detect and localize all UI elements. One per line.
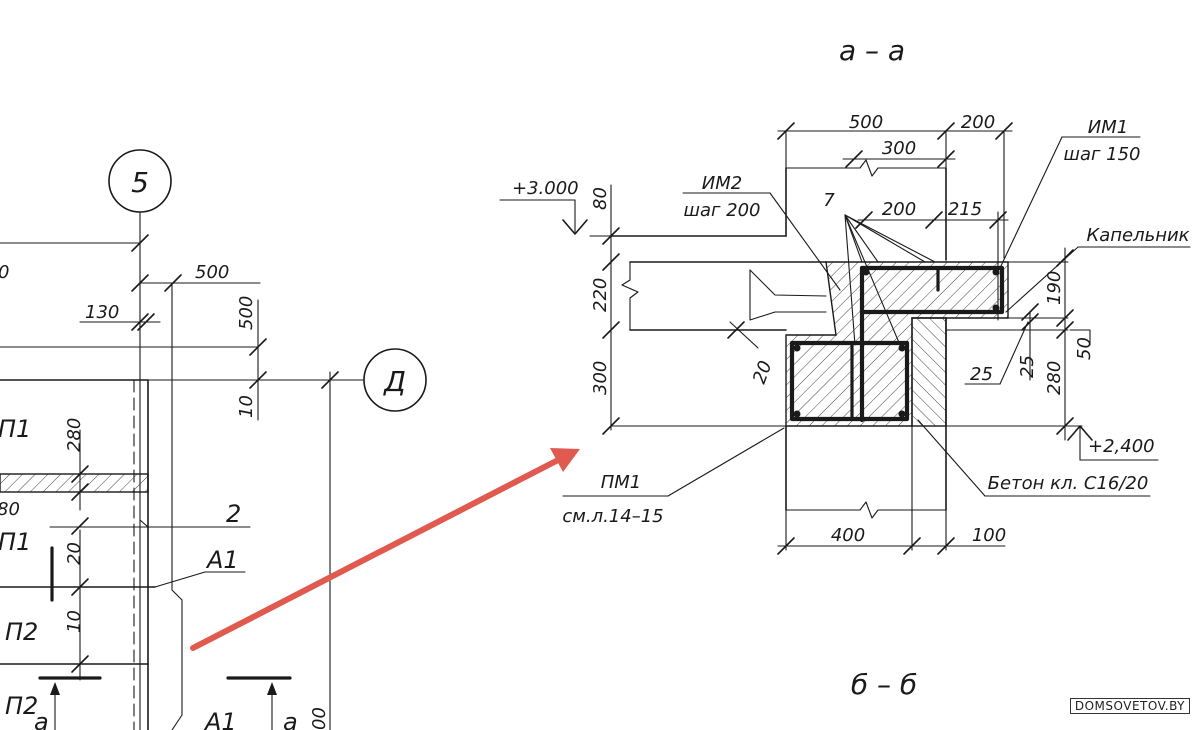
plan-dim-280: 280 <box>64 418 85 452</box>
aa-dim-280: 280 <box>1044 361 1065 395</box>
section-aa-title: а – а <box>839 34 905 67</box>
axis-5-label: 5 <box>131 166 149 199</box>
aa-dim-80: 80 <box>590 187 611 210</box>
plan-p1-b: П1 <box>0 528 31 556</box>
aa-dim-200-mid: 200 <box>882 199 916 220</box>
aa-beton: Бетон кл. С16/20 <box>988 473 1149 494</box>
aa-dim-25-b: 25 <box>1017 355 1038 378</box>
aa-kapelnik: Капельник <box>1086 225 1189 246</box>
aa-dim-50: 50 <box>1074 337 1095 360</box>
aa-dim-500: 500 <box>849 112 883 133</box>
plan-a1-b: А1 <box>203 708 237 730</box>
aa-pm1-ref: см.л.14–15 <box>562 506 663 527</box>
plan-a-a: а <box>34 708 49 730</box>
aa-im1-step: шаг 150 <box>1063 144 1140 165</box>
plan-p2-a: П2 <box>5 618 38 646</box>
aa-pm1: ПМ1 <box>601 472 642 493</box>
plan-dim-80: 80 <box>0 499 20 520</box>
aa-im2: ИМ2 <box>702 173 742 194</box>
aa-dim-400: 400 <box>831 525 865 546</box>
plan-dim-00: 00 <box>309 707 330 730</box>
aa-dim-300: 300 <box>882 138 916 159</box>
plan-p2-b: П2 <box>5 692 38 720</box>
plan-dim-0: 0 <box>0 262 9 283</box>
aa-dim-25-a: 25 <box>970 364 993 385</box>
plan-a-b: а <box>283 708 298 730</box>
watermark: DOMSOVETOV.BY <box>1069 698 1190 714</box>
plan-dim-20: 20 <box>64 542 85 565</box>
aa-im2-step: шаг 200 <box>683 200 760 221</box>
aa-dim-220: 220 <box>590 278 611 312</box>
aa-dim-200-top: 200 <box>961 112 995 133</box>
pointer-arrow <box>190 448 580 651</box>
aa-dim-100: 100 <box>972 525 1006 546</box>
aa-dim-20: 20 <box>749 358 777 387</box>
axis-d-label: Д <box>382 365 406 398</box>
plan-dim-130: 130 <box>85 302 119 323</box>
aa-elev-top: +3.000 <box>512 178 579 199</box>
aa-im1: ИМ1 <box>1088 117 1128 138</box>
aa-elev-bottom: +2,400 <box>1088 436 1155 457</box>
plan-p1-a: П1 <box>0 415 31 443</box>
plan-dim-10-b: 10 <box>64 610 85 633</box>
plan-mark-2: 2 <box>226 500 241 528</box>
aa-dim-300-left: 300 <box>590 361 611 395</box>
plan-a1-a: А1 <box>205 546 239 574</box>
aa-dim-215: 215 <box>948 199 982 220</box>
plan-dim-10-a: 10 <box>236 395 257 418</box>
plan-dim-500-b: 500 <box>236 296 257 330</box>
section-bb-title: б – б <box>851 668 917 701</box>
plan-dim-500-a: 500 <box>195 262 229 283</box>
aa-dim-190: 190 <box>1044 271 1065 305</box>
section-aa: а – а 500 200 300 7 200 215 <box>499 34 1191 555</box>
plan-left: 5 Д 0 500 130 500 10 00 <box>0 149 427 730</box>
aa-mark-7: 7 <box>823 190 835 211</box>
